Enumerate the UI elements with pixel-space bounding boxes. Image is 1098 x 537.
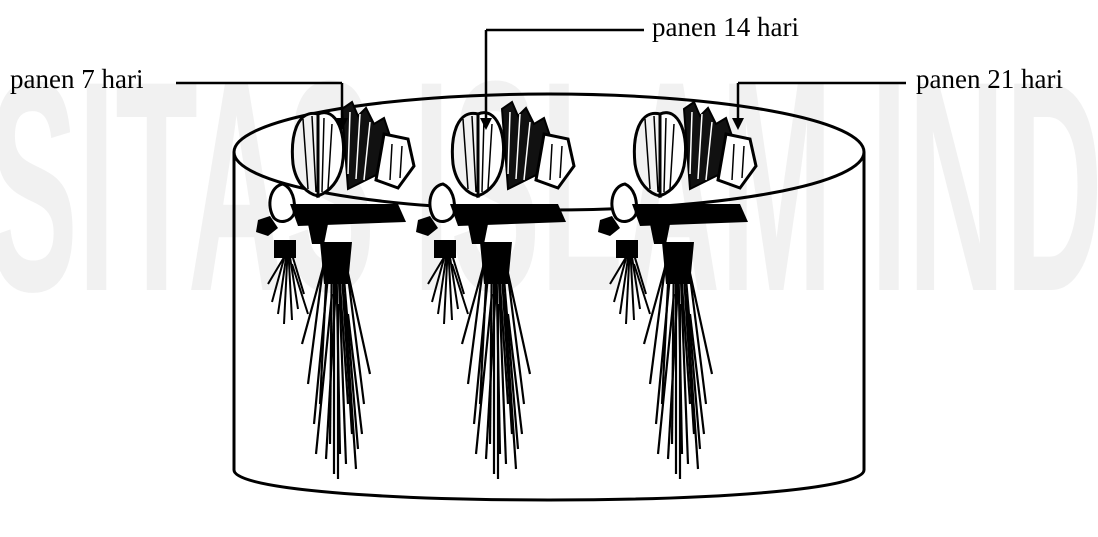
label-harvest-7-days: panen 7 hari bbox=[10, 66, 143, 93]
label-harvest-14-days: panen 14 hari bbox=[652, 14, 799, 41]
label-harvest-21-days: panen 21 hari bbox=[916, 66, 1063, 93]
